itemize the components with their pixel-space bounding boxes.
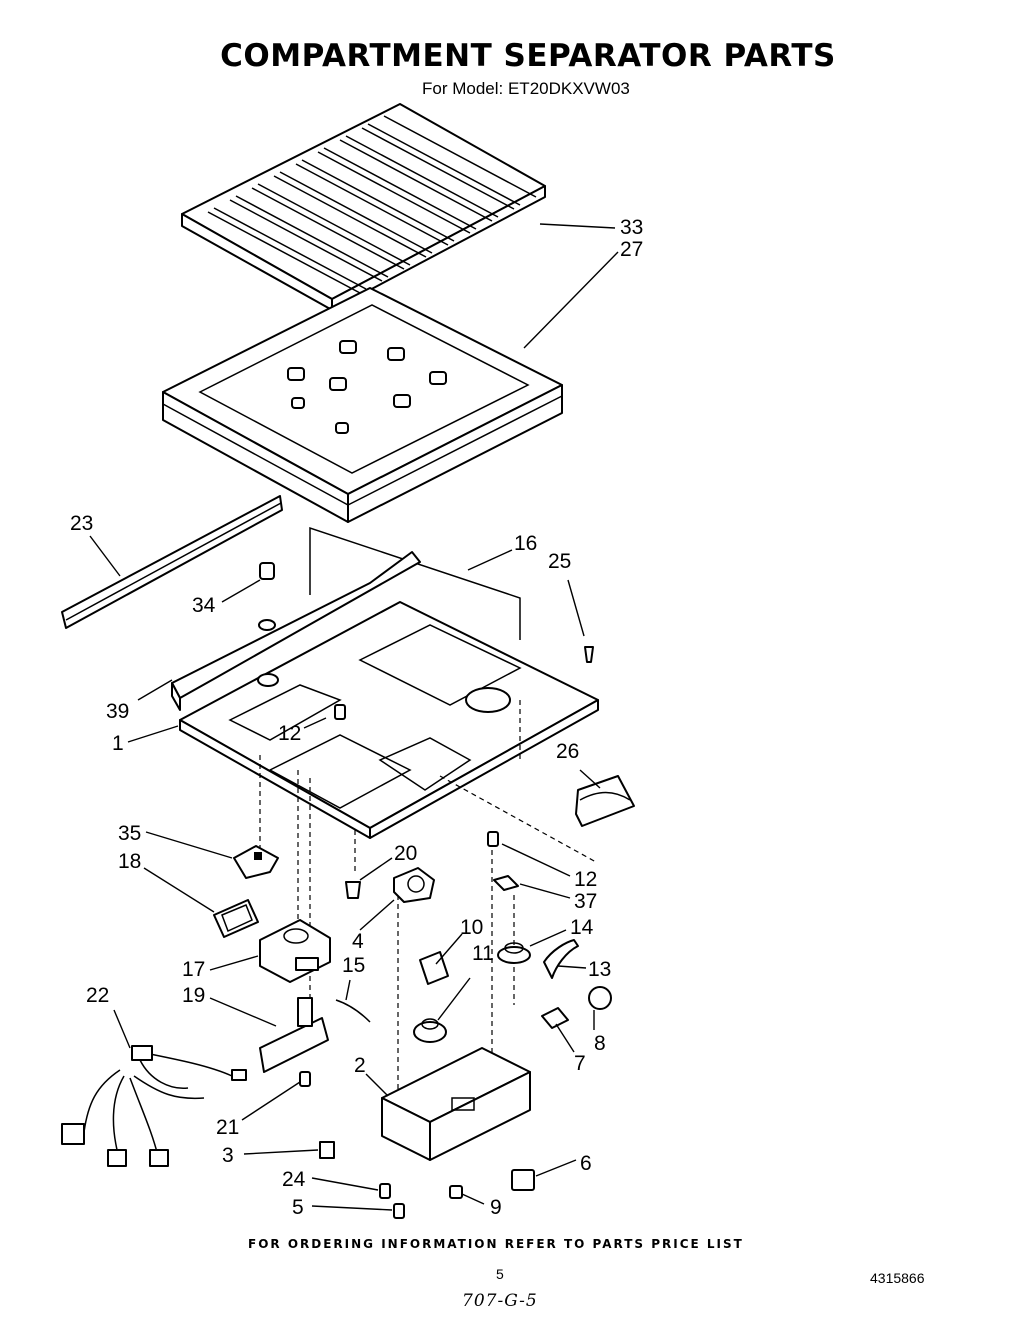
callout-12-lower: 12 xyxy=(574,868,597,891)
part-4-control-body xyxy=(393,867,435,903)
callout-14: 14 xyxy=(570,916,594,939)
callout-2: 2 xyxy=(354,1054,366,1077)
part-19-bracket xyxy=(259,997,329,1073)
part-15-tube xyxy=(335,999,371,1023)
callout-19: 19 xyxy=(182,984,205,1007)
callout-8: 8 xyxy=(594,1032,606,1055)
part-18-bezel xyxy=(213,899,259,938)
part-5-screw xyxy=(393,1203,405,1219)
part-24-screw xyxy=(379,1183,391,1199)
callout-21: 21 xyxy=(216,1116,239,1139)
part-26-cover xyxy=(575,775,635,827)
part-12-screw-lower xyxy=(487,831,499,847)
part-37-plate xyxy=(493,875,519,891)
part-7-socket xyxy=(541,1007,569,1029)
part-11-knob xyxy=(413,1018,447,1043)
callout-22: 22 xyxy=(86,984,109,1007)
handwritten-note: 707-G-5 xyxy=(462,1291,538,1311)
callout-13: 13 xyxy=(588,958,611,981)
part-13-tube xyxy=(543,939,579,979)
callout-23: 23 xyxy=(70,512,93,535)
callout-11: 11 xyxy=(472,942,494,965)
part-21-screw xyxy=(299,1071,311,1087)
callout-6: 6 xyxy=(580,1152,592,1175)
callout-26: 26 xyxy=(556,740,579,763)
part-9-foot xyxy=(449,1185,463,1199)
callout-1: 1 xyxy=(112,732,124,755)
model-subtitle: For Model: ET20DKXVW03 xyxy=(422,79,630,98)
callout-37: 37 xyxy=(574,890,597,913)
callout-16: 16 xyxy=(514,532,537,555)
part-25-screw xyxy=(584,646,594,663)
callout-20: 20 xyxy=(394,842,417,865)
part-33-grille-shelf xyxy=(181,103,546,311)
page-number: 5 xyxy=(496,1266,504,1282)
document-number: 4315866 xyxy=(870,1270,925,1286)
callout-25: 25 xyxy=(548,550,571,573)
callout-9: 9 xyxy=(490,1196,502,1219)
part-12-screw-upper xyxy=(334,704,346,720)
callout-10: 10 xyxy=(460,916,483,939)
part-35-damper-knob xyxy=(233,845,279,879)
part-3-terminal xyxy=(319,1141,335,1159)
callout-17: 17 xyxy=(182,958,205,981)
callout-15: 15 xyxy=(342,954,365,977)
part-1-separator-panel xyxy=(179,601,599,839)
callout-3: 3 xyxy=(222,1144,234,1167)
part-23-gasket-strip xyxy=(61,495,283,629)
part-20-clip xyxy=(345,881,361,899)
callout-labels: 33 27 23 16 25 34 39 1 12 26 35 20 18 12… xyxy=(70,216,643,1219)
part-27-compartment-frame xyxy=(162,287,563,523)
callout-4: 4 xyxy=(352,930,364,953)
part-39-trim-channel xyxy=(171,551,421,711)
part-22-wiring-harness xyxy=(61,1045,247,1167)
ordering-footer-note: FOR ORDERING INFORMATION REFER TO PARTS … xyxy=(248,1237,744,1251)
part-10-switch xyxy=(419,951,449,985)
callout-27: 27 xyxy=(620,238,643,261)
callout-18: 18 xyxy=(118,850,141,873)
page-title: COMPARTMENT SEPARATOR PARTS xyxy=(220,38,836,74)
part-34-plug xyxy=(258,562,276,631)
callout-35: 35 xyxy=(118,822,141,845)
part-8-lamp xyxy=(588,986,612,1010)
part-2-control-bracket xyxy=(381,1047,531,1161)
callout-24: 24 xyxy=(282,1168,306,1191)
callout-leader-lines xyxy=(89,223,619,1211)
callout-39: 39 xyxy=(106,700,129,723)
part-14-grommet xyxy=(497,942,531,964)
callout-12-upper: 12 xyxy=(278,722,301,745)
part-6-connector xyxy=(511,1169,535,1191)
part-17-control-housing xyxy=(259,919,331,983)
callout-7: 7 xyxy=(574,1052,586,1075)
callout-34: 34 xyxy=(192,594,216,617)
callout-33: 33 xyxy=(620,216,643,239)
callout-5: 5 xyxy=(292,1196,304,1219)
frame-tabs xyxy=(287,340,447,434)
